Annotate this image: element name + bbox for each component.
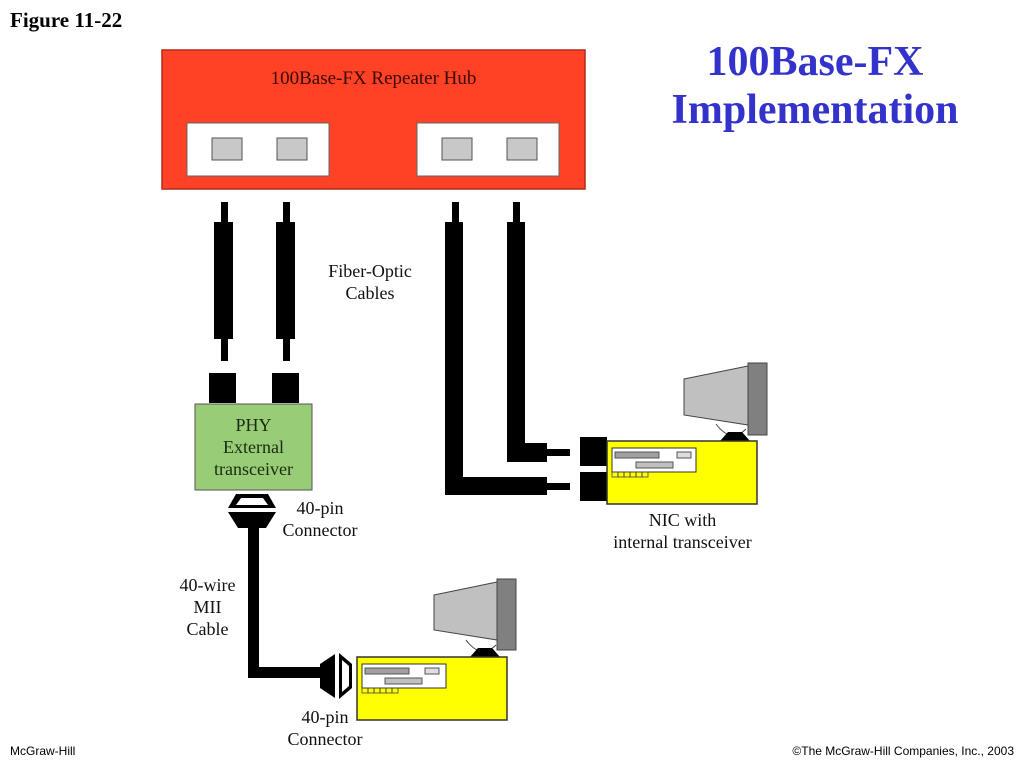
mii-cable-label-line: MII	[193, 597, 222, 617]
hub-label: 100Base-FX Repeater Hub	[270, 68, 477, 89]
phy-label-line: PHY	[235, 415, 272, 435]
nic-fiber-port	[580, 437, 607, 466]
title-line-2: Implementation	[671, 87, 959, 133]
connector-40pin-bottom	[320, 653, 352, 699]
nic-label-line: NIC with	[648, 510, 717, 530]
fiber-cable-left-1	[209, 202, 236, 403]
hub-port	[211, 137, 243, 161]
nic-label: NIC with internal transceiver	[590, 509, 775, 553]
hub-port	[506, 137, 538, 161]
footer-publisher: McGraw-Hill	[10, 744, 76, 758]
connector-bottom-label: 40-pin Connector	[275, 706, 375, 750]
fiber-cables-label-line: Cables	[345, 283, 395, 303]
hub-port	[276, 137, 308, 161]
hub-port-group-right	[416, 122, 560, 177]
nic-label-line: internal transceiver	[613, 532, 752, 552]
fiber-cable-left-2	[272, 202, 299, 403]
fiber-cable-right-1	[445, 202, 570, 495]
phy-label: PHY External transceiver	[195, 414, 312, 480]
mii-cable	[248, 528, 320, 678]
computer-nic	[580, 362, 768, 505]
monitor-stand	[470, 648, 500, 657]
hub-port-group-left	[186, 122, 330, 177]
mii-cable-label-line: 40-wire	[179, 575, 236, 595]
phy-label-line: transceiver	[214, 459, 293, 479]
connector-bottom-label-line: 40-pin	[301, 707, 349, 727]
figure-label: Figure 11-22	[10, 8, 123, 32]
monitor-back	[496, 578, 517, 651]
fiber-cable-right-2	[507, 202, 570, 462]
monitor-screen	[683, 365, 749, 426]
connector-bottom-label-line: Connector	[287, 729, 363, 749]
connector-top-label: 40-pin Connector	[270, 497, 370, 541]
footer-copyright: ©The McGraw-Hill Companies, Inc., 2003	[792, 744, 1014, 758]
mii-cable-label: 40-wire MII Cable	[165, 574, 250, 640]
nic-fiber-port	[580, 472, 607, 501]
fiber-cables-label: Fiber-Optic Cables	[305, 260, 435, 304]
monitor-stand	[720, 432, 750, 441]
connector-top-label-line: Connector	[282, 520, 358, 540]
page-title: 100Base-FX Implementation	[640, 38, 990, 134]
hub-port	[441, 137, 473, 161]
connector-top-label-line: 40-pin	[296, 498, 344, 518]
connector-40pin-top	[228, 494, 276, 528]
mii-cable-label-line: Cable	[186, 619, 229, 639]
fiber-cables-label-line: Fiber-Optic	[328, 261, 412, 281]
repeater-hub	[161, 49, 586, 190]
computer-bottom	[356, 578, 517, 721]
phy-transceiver	[194, 403, 313, 491]
monitor-screen	[433, 581, 498, 641]
monitor-back	[747, 362, 768, 436]
phy-label-line: External	[223, 437, 284, 457]
title-line-1: 100Base-FX	[706, 39, 924, 85]
